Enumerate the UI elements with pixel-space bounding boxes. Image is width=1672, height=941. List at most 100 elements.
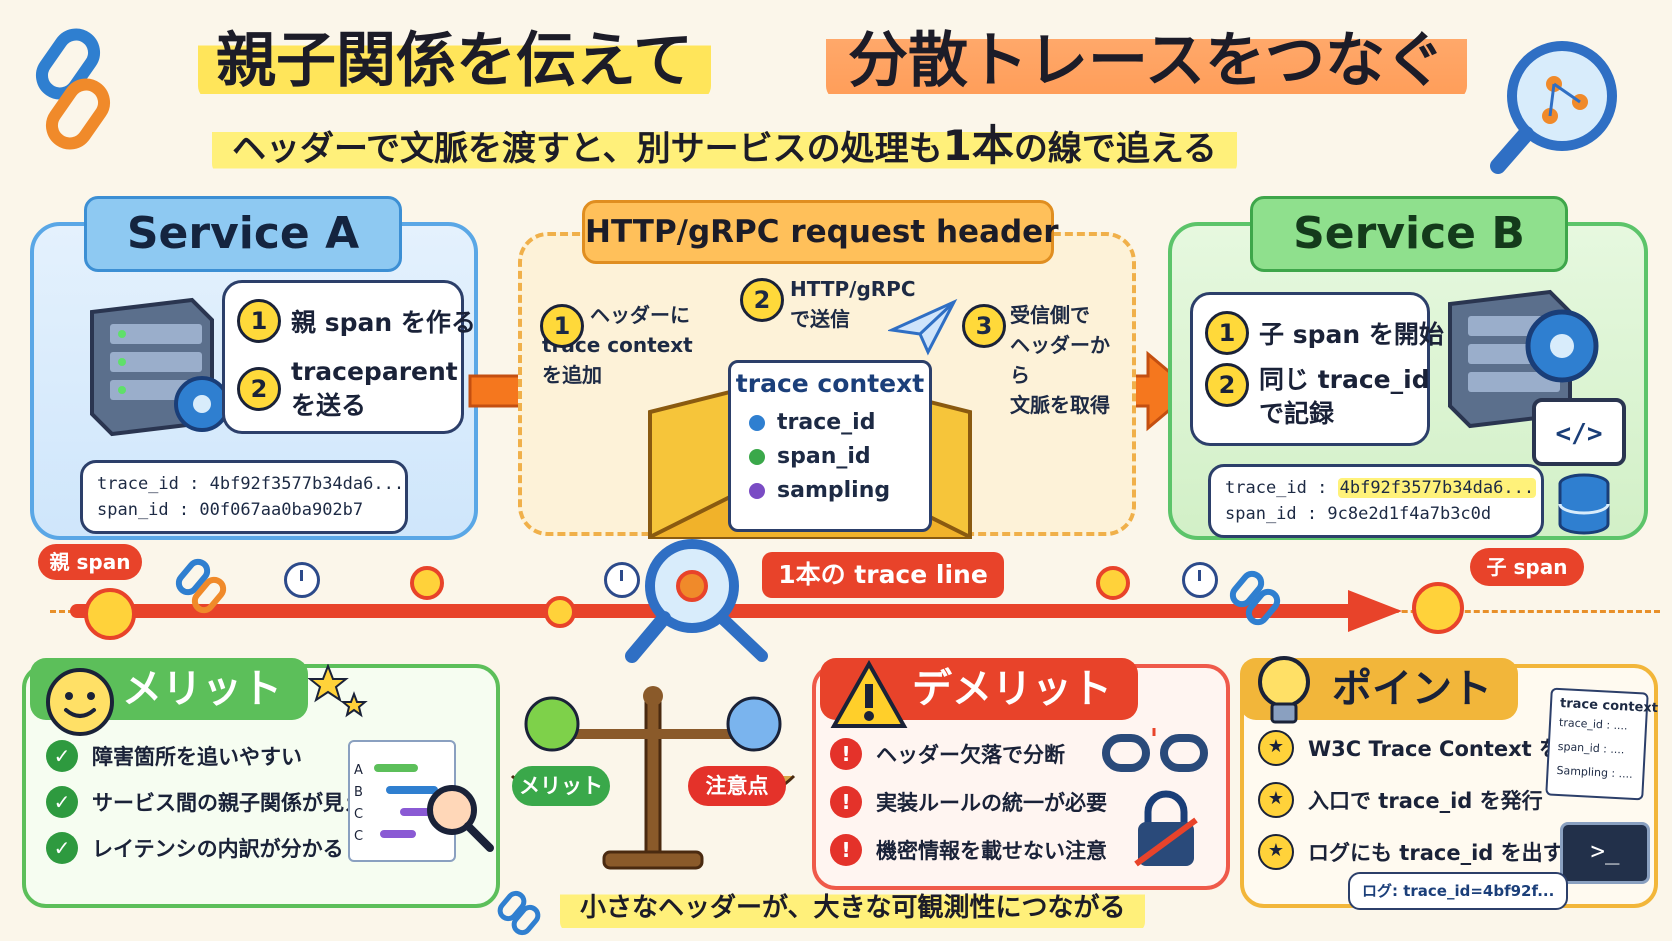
star-icon: ★ bbox=[1258, 730, 1294, 766]
star-icon: ★ bbox=[1258, 834, 1294, 870]
span-node bbox=[410, 566, 444, 600]
span-id-row: span_id : 00f067aa0ba902b7 bbox=[97, 500, 364, 520]
step-line: 文脈を取得 bbox=[1010, 393, 1110, 417]
trace-id-label: trace_id bbox=[97, 474, 179, 494]
merit-item: ✓障害箇所を追いやすい bbox=[46, 740, 385, 772]
span-id-row: span_id : 9c8e2d1f4a7b3c0d bbox=[1225, 504, 1492, 524]
step-number: 3 bbox=[962, 304, 1006, 348]
step-number: 1 bbox=[237, 299, 281, 343]
lock-icon bbox=[1134, 790, 1198, 867]
clock-icon bbox=[604, 562, 640, 598]
broken-chain-icon bbox=[1102, 728, 1208, 772]
trace-context-note: trace context trace_id : ....span_id : .… bbox=[1545, 687, 1658, 801]
trace-context-title: trace context bbox=[735, 369, 925, 398]
log-sample: ログ: trace_id=4bf92f... bbox=[1348, 872, 1569, 910]
trace-id-label: trace_id bbox=[1225, 478, 1307, 498]
chain-link-icon bbox=[497, 890, 541, 936]
step-number: 2 bbox=[740, 278, 784, 322]
span-id-value: 9c8e2d1f4a7b3c0d bbox=[1327, 504, 1492, 524]
chain-link-icon bbox=[175, 558, 227, 614]
step-line: ヘッダーから bbox=[1010, 333, 1110, 387]
clock-icon bbox=[1182, 562, 1218, 598]
span-node bbox=[1096, 566, 1130, 600]
merit-item: ✓レイテンシの内訳が分かる bbox=[46, 832, 385, 864]
demerit-list: !ヘッダー欠落で分断 !実装ルールの統一が必要 !機密情報を載せない注意 bbox=[830, 738, 1107, 880]
smiley-icon bbox=[46, 668, 114, 736]
step-text: 受信側で ヘッダーから 文脈を取得 bbox=[1010, 300, 1122, 420]
step-number: 1 bbox=[540, 304, 584, 348]
footer-caption: 小さなヘッダーが、大きな可観測性につながる bbox=[560, 884, 1146, 932]
field-span-id: span_id bbox=[749, 440, 929, 474]
header-step-1: 1 ヘッダーに trace context を追加 bbox=[540, 300, 720, 390]
header-step-2: 2 HTTP/gRPC で送信 bbox=[740, 274, 916, 334]
scale-merit-label: メリット bbox=[512, 766, 610, 806]
demerit-item: !実装ルールの統一が必要 bbox=[830, 786, 1107, 818]
trace-id-row: trace_id : 4bf92f3577b34da6... bbox=[97, 474, 405, 494]
check-icon: ✓ bbox=[46, 832, 78, 864]
step-line: 受信側で bbox=[1010, 303, 1090, 327]
svg-text:</>: </> bbox=[1556, 419, 1603, 449]
exclamation-icon: ! bbox=[830, 786, 862, 818]
step-text: 親 span を作る bbox=[291, 308, 476, 337]
field-sampling: sampling bbox=[749, 474, 929, 508]
service-b-steps-bubble: 1 子 span を開始 2 同じ trace_id で記録 bbox=[1190, 292, 1444, 446]
step-text: ヘッダーに trace context を追加 bbox=[542, 300, 720, 390]
span-id-label: span_id bbox=[97, 500, 169, 520]
title-part2: 分散トレースをつなぐ bbox=[826, 22, 1467, 100]
span-id-value: 00f067aa0ba902b7 bbox=[199, 500, 364, 520]
subtitle-emphasis: 1本 bbox=[942, 121, 1014, 170]
server-icon bbox=[90, 297, 230, 437]
step-number: 2 bbox=[237, 367, 281, 411]
trace-id-value: 4bf92f3577b34da6... bbox=[1337, 478, 1537, 498]
step-number: 1 bbox=[1205, 311, 1249, 355]
merit-item: ✓サービス間の親子関係が見える bbox=[46, 786, 385, 818]
step-line: を追加 bbox=[542, 363, 602, 387]
chain-link-icon bbox=[35, 28, 111, 150]
exclamation-icon: ! bbox=[830, 738, 862, 770]
step-text: 同じ trace_id で記録 bbox=[1259, 365, 1430, 428]
service-a-step-1: 1 親 span を作る bbox=[237, 299, 476, 343]
trace-line-arrowhead bbox=[1348, 590, 1402, 632]
parent-span-tag: 親 span bbox=[38, 544, 142, 580]
merit-list: ✓障害箇所を追いやすい ✓サービス間の親子関係が見える ✓レイテンシの内訳が分か… bbox=[46, 740, 385, 878]
subtitle-prefix: ヘッダーで文脈を渡すと、別サービスの処理も bbox=[232, 129, 943, 169]
step-line: で送信 bbox=[790, 307, 850, 331]
step-text: 子 span を開始 bbox=[1259, 320, 1444, 349]
parent-span-node bbox=[84, 588, 136, 640]
service-b-step-1: 1 子 span を開始 bbox=[1205, 311, 1444, 355]
server-gear-icon: </> bbox=[1448, 289, 1626, 466]
lightbulb-icon bbox=[1258, 656, 1310, 724]
trace-line-label: 1本の trace line bbox=[762, 552, 1004, 598]
demerit-item: !機密情報を載せない注意 bbox=[830, 834, 1107, 866]
trace-context-card: trace context trace_id span_id sampling bbox=[728, 360, 932, 532]
star-icon: ★ bbox=[1258, 782, 1294, 818]
service-a-id-box: trace_id : 4bf92f3577b34da6... span_id :… bbox=[80, 460, 408, 534]
child-span-node bbox=[1412, 582, 1464, 634]
step-number: 2 bbox=[1205, 363, 1249, 407]
check-icon: ✓ bbox=[46, 786, 78, 818]
sparkle-stars-icon bbox=[308, 664, 368, 718]
magnifier-icon bbox=[625, 539, 768, 663]
trace-id-row: trace_id : 4bf92f3577b34da6... bbox=[1225, 478, 1537, 498]
terminal-icon: >_ bbox=[1560, 822, 1650, 884]
service-a-label: Service A bbox=[84, 196, 402, 272]
point-item: ★ログにも trace_id を出す bbox=[1258, 834, 1602, 870]
step-line: ヘッダーに bbox=[590, 303, 690, 327]
magnifier-icon bbox=[427, 785, 494, 852]
title-area: 親子関係を伝えて 分散トレースをつなぐ bbox=[0, 14, 1672, 114]
field-trace-id: trace_id bbox=[749, 406, 929, 440]
trace-context-fields: trace_id span_id sampling bbox=[749, 406, 929, 508]
magnifier-graph-icon bbox=[1490, 41, 1617, 174]
child-span-tag: 子 span bbox=[1470, 548, 1584, 586]
step-text: traceparent を送る bbox=[291, 357, 458, 420]
note-fields: trace_id : ....span_id : ....Sampling : … bbox=[1556, 715, 1633, 781]
demerit-item: !ヘッダー欠落で分断 bbox=[830, 738, 1107, 770]
header-step-3: 3 受信側で ヘッダーから 文脈を取得 bbox=[962, 300, 1122, 420]
step-text: HTTP/gRPC で送信 bbox=[790, 274, 916, 334]
title-part1: 親子関係を伝えて bbox=[198, 22, 711, 100]
paper-plane-icon bbox=[888, 298, 958, 356]
exclamation-icon: ! bbox=[830, 834, 862, 866]
service-b-id-box: trace_id : 4bf92f3577b34da6... span_id :… bbox=[1208, 464, 1544, 538]
service-b-label: Service B bbox=[1250, 196, 1568, 272]
